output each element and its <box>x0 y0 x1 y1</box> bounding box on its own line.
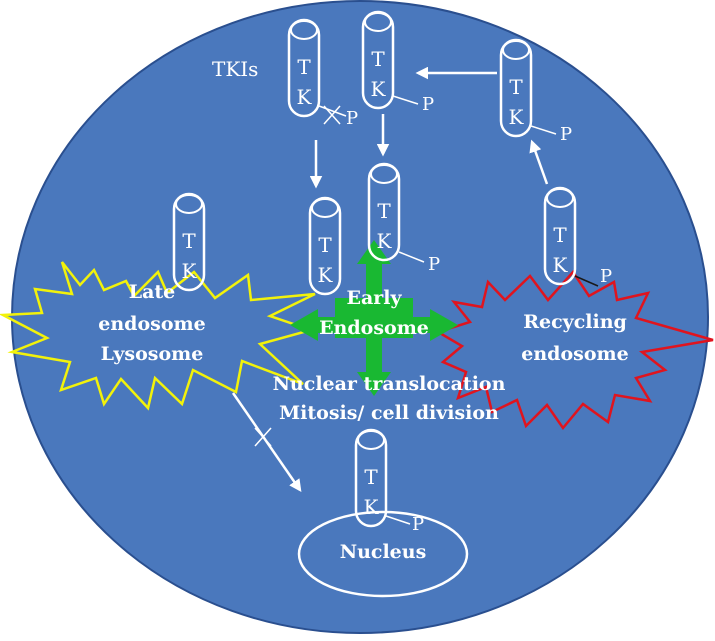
phosphate-label: P <box>560 124 572 145</box>
arrow-icon <box>529 139 549 185</box>
receptor-k-label: K <box>553 253 569 277</box>
phosphate-label: P <box>422 94 434 115</box>
receptor-t-label: T <box>182 229 196 253</box>
receptor-k-label: K <box>318 263 334 287</box>
nuclear-translocation-label: Nuclear translocation <box>273 373 506 395</box>
receptor-k-label: K <box>297 85 313 109</box>
nucleus-label: Nucleus <box>340 541 427 563</box>
receptor-t-label: T <box>318 233 332 257</box>
late-endosome-label-1: Late <box>129 281 176 303</box>
receptor-k-label: K <box>377 229 393 253</box>
receptor-t-label: T <box>553 223 567 247</box>
early-endosome-label-2: Endosome <box>319 317 429 339</box>
receptor-nucleus: T K P <box>354 428 424 535</box>
receptor-k-label: K <box>509 105 525 129</box>
receptor-t-label: T <box>509 75 523 99</box>
mitosis-label: Mitosis/ cell division <box>279 402 499 424</box>
phosphate-label: P <box>412 514 424 535</box>
recycling-endosome-label-2: endosome <box>521 343 628 365</box>
phosphate-label: P <box>346 108 358 129</box>
nucleus <box>297 510 469 598</box>
late-endosome-label-2: endosome <box>98 313 205 335</box>
receptor-t-label: T <box>377 199 391 223</box>
receptor-tkis: T K P <box>287 18 358 129</box>
receptor-k-label: K <box>364 495 380 519</box>
receptor-k-label: K <box>182 259 198 283</box>
early-endosome-label-1: Early <box>346 287 402 309</box>
lysosome-label: Lysosome <box>101 343 204 365</box>
tkis-label: TKIs <box>212 57 258 81</box>
receptor-early-left: T K <box>308 196 342 296</box>
receptor-t-label: T <box>297 55 311 79</box>
late-endosome-lysosome <box>0 261 316 411</box>
receptor-mid-center: T K P <box>367 162 440 275</box>
recycling-endosome <box>434 269 714 431</box>
phosphate-label: P <box>428 254 440 275</box>
receptor-k-label: K <box>371 77 387 101</box>
receptor-t-label: T <box>364 465 378 489</box>
receptor-top-center: T K P <box>361 10 434 115</box>
x-cross-icon <box>254 427 272 447</box>
receptor-recycling: T K P <box>543 186 612 287</box>
receptor-late-endosome: T K <box>172 192 206 292</box>
recycling-endosome-label-1: Recycling <box>523 311 627 333</box>
receptor-t-label: T <box>371 47 385 71</box>
early-endosome-cross-icon <box>290 240 458 396</box>
receptor-top-right: T K P <box>499 38 572 145</box>
phosphate-label: P <box>600 266 612 287</box>
